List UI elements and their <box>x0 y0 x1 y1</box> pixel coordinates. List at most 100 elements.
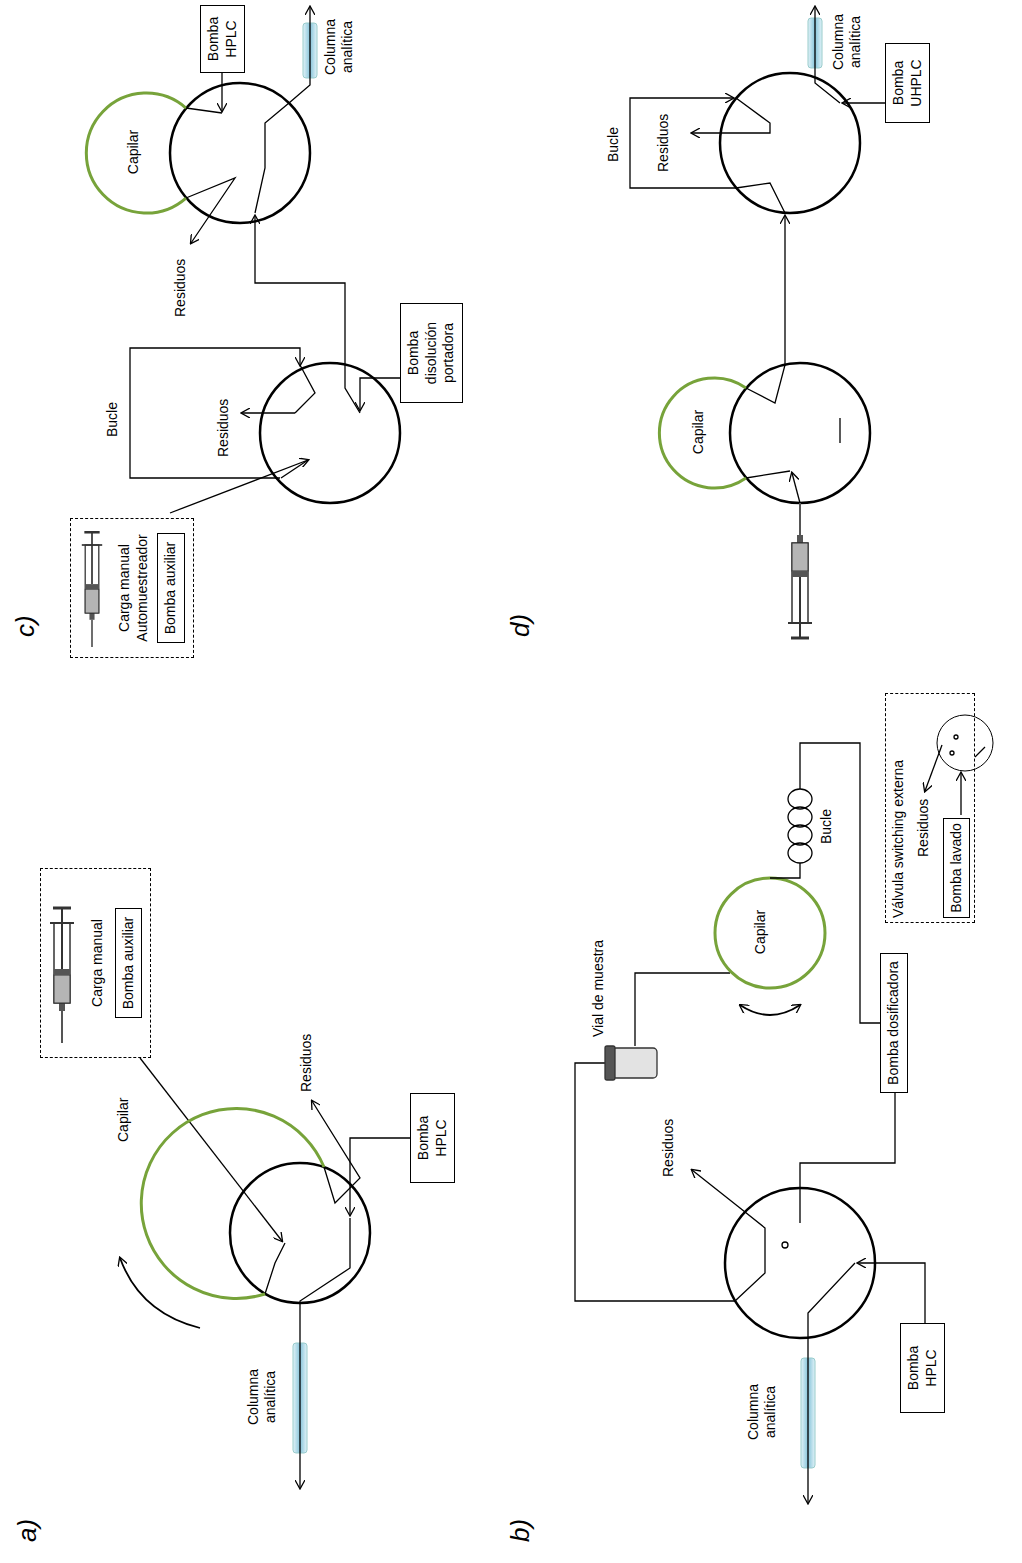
part-label: Columna analítica <box>322 1 356 93</box>
line-art-path <box>255 216 360 413</box>
line-art-ellipse <box>788 825 812 845</box>
line-art-ellipse <box>788 807 812 827</box>
line-art-path <box>839 418 840 443</box>
line-art-circle <box>782 1242 788 1248</box>
part-label: Bucle <box>818 808 835 845</box>
line-art-path <box>792 473 800 503</box>
panel-letter: b) <box>505 1518 536 1543</box>
line-art-path <box>692 98 770 133</box>
line-art-path <box>858 1263 925 1323</box>
pump-box: Bomba auxiliar <box>157 533 185 643</box>
part-label: Capilar <box>115 1097 132 1143</box>
node-text: Carga manual <box>89 873 107 1053</box>
node-text: Carga manual <box>116 523 134 653</box>
node-text: Bomba auxiliar <box>162 538 180 638</box>
line-art-g <box>120 1058 410 1488</box>
line-art-path <box>300 1218 350 1488</box>
node-text: Automuestreador <box>134 523 152 653</box>
line-art-path <box>635 973 730 1046</box>
dashed-group: Carga manualAutomuestreador Bomba auxilia… <box>70 518 194 658</box>
line-art-path <box>736 183 785 213</box>
node-text: Bomba UHPLC <box>890 48 925 118</box>
part-label: Capilar <box>690 391 707 473</box>
line-art-ellipse <box>788 789 812 809</box>
line-art-path <box>843 102 885 103</box>
part-label: Bucle <box>104 401 121 438</box>
line-art-circle <box>730 363 870 503</box>
line-art-path <box>140 1058 282 1241</box>
line-art-path <box>221 73 222 111</box>
part-label: Residuos <box>915 798 932 858</box>
line-art-path <box>575 1063 735 1301</box>
node-text: Bomba disolución portadora <box>405 308 458 398</box>
line-art-use <box>82 532 102 647</box>
part-label: Residuos <box>215 398 232 458</box>
line-art-path <box>255 103 289 213</box>
dashed-group: Carga manual Bomba auxiliar <box>40 868 151 1058</box>
node-text: Bomba HPLC <box>905 1328 940 1408</box>
panel-letter: d) <box>505 613 536 638</box>
line-art-path <box>960 773 961 815</box>
line-art-use <box>50 908 74 1043</box>
pump-box: Bomba lavado <box>943 818 971 918</box>
part-label: Vial de muestra <box>590 939 607 1038</box>
part-label: Capilar <box>125 111 142 193</box>
line-art-circle <box>954 735 958 739</box>
line-art-path <box>815 73 840 103</box>
line-art-path <box>630 98 736 188</box>
line-art-circle <box>715 878 825 988</box>
line-art-path <box>141 1108 324 1298</box>
line-art-circle <box>260 363 400 503</box>
line-art-g <box>86 7 400 513</box>
line-art-g <box>575 715 993 1503</box>
node-text: Bomba HPLC <box>415 1098 450 1178</box>
line-art-path <box>800 743 880 1023</box>
part-label: Columna analítica <box>830 1 864 83</box>
line-art-path <box>86 93 186 213</box>
line-art-path <box>312 1101 360 1203</box>
line-art-path <box>186 108 222 113</box>
part-label: Columna analítica <box>245 1341 279 1453</box>
line-art-path <box>740 1005 800 1015</box>
pump-box: Bomba HPLC <box>410 1093 455 1183</box>
line-art-path <box>170 460 308 513</box>
line-art-path <box>808 1263 855 1503</box>
line-art-path <box>925 745 942 791</box>
line-art-path <box>120 1258 200 1328</box>
line-art-circle <box>230 1163 370 1303</box>
line-art-circle <box>170 83 310 223</box>
line-art-g <box>630 7 885 503</box>
line-art-rect <box>605 1046 615 1080</box>
line-art-ellipse <box>788 843 812 863</box>
line-art-circle <box>950 751 954 755</box>
line-art-path <box>295 365 315 413</box>
node-text: Bomba HPLC <box>205 10 240 68</box>
line-art-path <box>360 378 400 410</box>
line-art-path <box>746 471 790 478</box>
node-text: Bomba auxiliar <box>120 913 138 1013</box>
part-label: Capilar <box>752 891 769 973</box>
part-label: Residuos <box>298 1033 315 1093</box>
part-label: Residuos <box>172 258 189 318</box>
part-label: Residuos <box>660 1118 677 1178</box>
part-label: Bucle <box>605 126 622 163</box>
line-art-path <box>130 348 300 478</box>
line-art-circle <box>937 715 993 771</box>
line-art-path <box>242 412 295 413</box>
pump-box: Bomba dosificadora <box>880 953 908 1093</box>
line-art-path <box>814 7 815 73</box>
line-art-rect <box>612 1048 657 1078</box>
line-art-path <box>281 460 308 478</box>
part-label: Residuos <box>655 113 672 173</box>
node-text: Bomba lavado <box>948 823 966 913</box>
line-art-circle <box>720 73 860 213</box>
node-text: Bomba dosificadora <box>885 958 903 1088</box>
line-art-path <box>659 378 746 488</box>
pump-box: Bomba auxiliar <box>115 908 143 1018</box>
node-text: Válvula switching externa <box>890 698 908 918</box>
line-art-path <box>692 1170 765 1301</box>
pump-box: Bomba HPLC <box>200 5 245 73</box>
line-art-path <box>186 178 235 243</box>
line-art-path <box>265 1243 285 1294</box>
